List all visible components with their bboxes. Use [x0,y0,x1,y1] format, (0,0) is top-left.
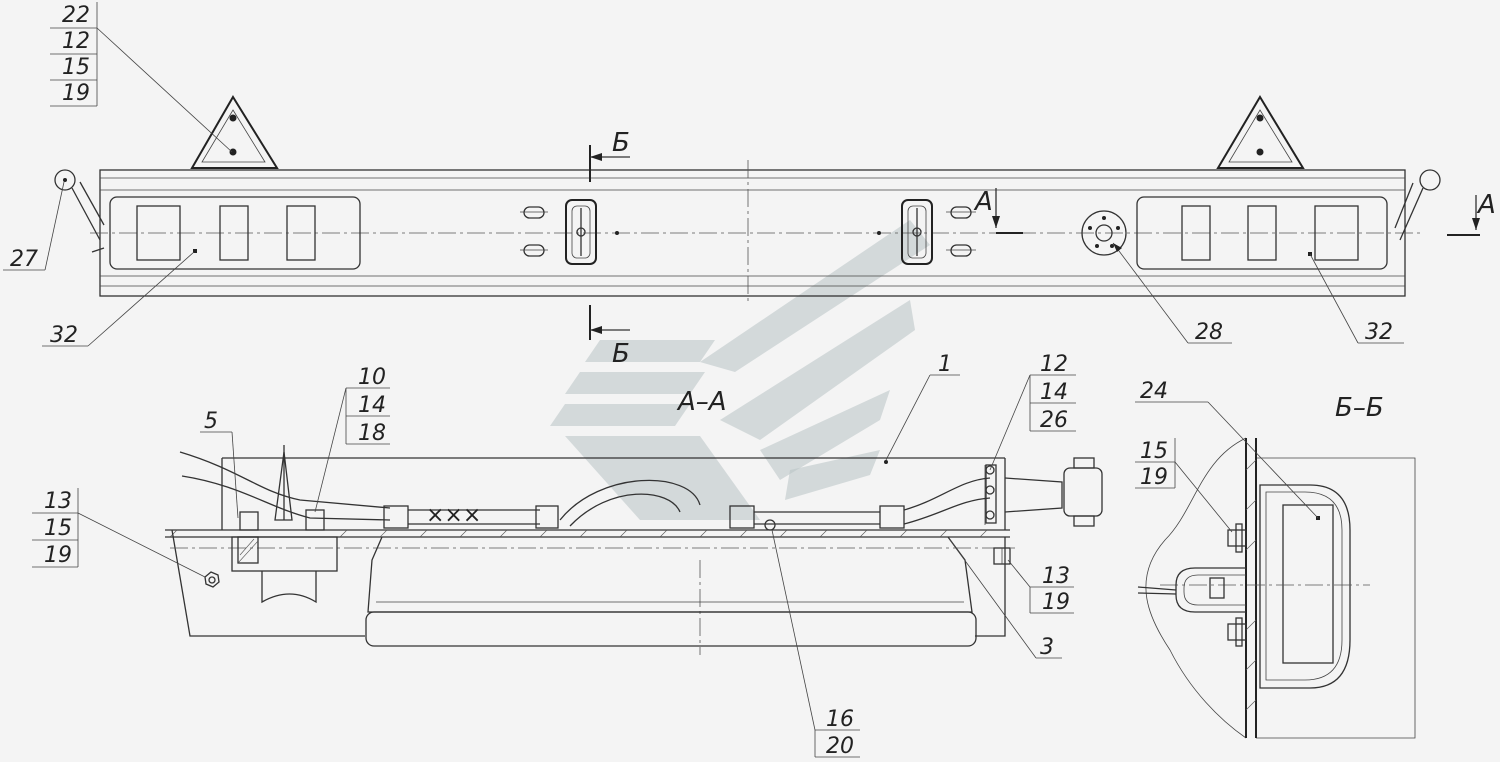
cut-b-label-top: Б [612,128,630,158]
connector-right [985,457,1103,527]
callout-3: 3 [949,539,1062,660]
reflector-arm-right [1394,169,1441,241]
section-bb-title: Б–Б [1335,393,1384,423]
section-cut-b-bottom: Б [589,305,630,369]
mount-slots-left [520,199,619,265]
callout-32-left-num: 32 [50,323,78,348]
callout-13-right-num-2: 19 [1042,590,1070,615]
callout-16: 16 20 [771,529,860,759]
cut-a-label-2: А [1476,190,1496,220]
callout-13-left-num-3: 19 [44,543,72,568]
callout-10-num-1: 10 [358,365,386,390]
watermark-logo [550,220,930,520]
callout-13-left-num-2: 15 [44,516,72,541]
warning-triangle-left [190,95,279,169]
callout-22: 22 12 15 19 [50,2,233,153]
callout-24: 24 [1135,379,1319,519]
section-cut-a-1: А [973,187,1023,234]
wiring-harness: ××× [179,451,991,529]
harness-marks: ××× [426,503,481,528]
electrical-socket [1081,210,1127,256]
top-view: Б Б А А [54,95,1496,369]
reflector-arm-left [54,169,105,253]
section-bb-view [1137,437,1416,739]
warning-triangle-right [1216,95,1305,169]
section-aa-view: ××× [165,445,1103,655]
callout-10-num-2: 14 [358,393,386,418]
nut-13-left [204,571,220,588]
callout-10-num-3: 18 [358,421,386,446]
tail-lamp-left [109,196,361,270]
callout-13-left: 13 15 19 [32,488,206,578]
callout-12-num-3: 26 [1040,408,1068,433]
callout-15-num-2: 19 [1140,465,1168,490]
callout-5-num: 5 [204,409,218,434]
callout-16-num-2: 20 [826,734,854,759]
callout-22-num-2: 12 [62,29,90,54]
lamp-body-section [365,536,977,647]
callout-32-right: 32 [1309,253,1404,345]
callout-27-num: 27 [10,247,38,272]
callout-5: 5 [200,409,239,519]
mount-slots-right [877,199,976,265]
callout-12-num-1: 12 [1040,352,1068,377]
callout-16-num-1: 16 [826,707,854,732]
callout-1-num: 1 [938,352,952,377]
callout-3-num: 3 [1040,635,1054,660]
callout-32-right-num: 32 [1365,320,1393,345]
callout-24-num: 24 [1140,379,1168,404]
nut-13-right [993,547,1011,565]
callout-32-left: 32 [42,251,195,348]
section-aa-title: А–А [676,387,727,417]
cut-b-label-bottom: Б [612,339,630,369]
callout-15: 15 19 [1135,438,1233,533]
callout-22-num-3: 15 [62,55,90,80]
callout-28-num: 28 [1195,320,1223,345]
callout-1: 1 [885,352,960,461]
section-cut-b-top: Б [589,128,630,182]
callout-12-num-2: 14 [1040,380,1068,405]
callout-13-right-num-1: 13 [1042,564,1070,589]
callout-12: 12 14 26 [989,352,1076,471]
callout-22-num-4: 19 [62,81,90,106]
callout-15-num-1: 15 [1140,439,1168,464]
tail-lamp-right [1136,196,1388,270]
screw-16 [764,519,776,531]
section-cut-a-2: А [1447,190,1496,236]
callout-13-left-num-1: 13 [44,489,72,514]
bracket-left [231,445,338,604]
callout-22-num-1: 22 [62,3,90,28]
callout-10: 10 14 18 [314,365,390,513]
callout-27: 27 [3,181,65,272]
callout-28: 28 [1112,242,1232,345]
callout-13-right: 13 19 [1007,559,1074,615]
cut-a-label-1: А [973,187,993,217]
